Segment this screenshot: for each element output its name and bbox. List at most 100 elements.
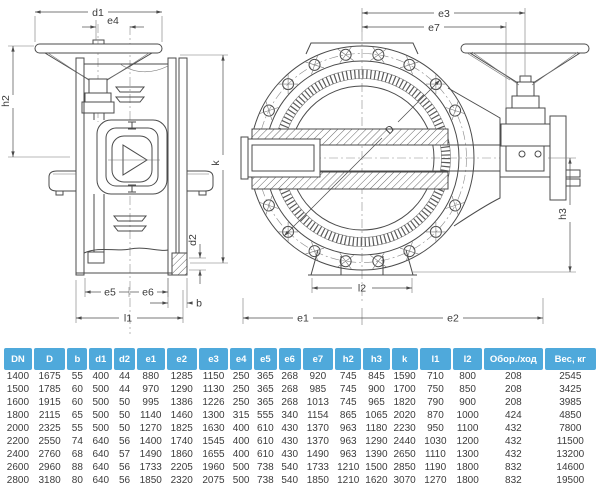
table-cell: 1655 (202, 449, 225, 460)
table-cell: 60 (71, 397, 83, 408)
table-cell: 55 (71, 423, 83, 434)
table-cell: 2545 (559, 371, 582, 382)
left-flange-plate (75, 57, 85, 276)
table-cell: 250 (232, 371, 250, 382)
table-cell: 800 (459, 371, 476, 382)
table-cell: 995 (142, 397, 160, 408)
table-cell: 2960 (38, 462, 61, 473)
table-cell: 2075 (202, 475, 225, 486)
table-cell: 1490 (306, 449, 329, 460)
table-cell: 1960 (202, 462, 225, 473)
table-cell: 1620 (365, 475, 388, 486)
table-cell: 865 (339, 410, 357, 421)
table-cell: 14600 (556, 462, 585, 473)
table-cell: 738 (257, 475, 274, 486)
dim-label-e4: e4 (107, 15, 119, 27)
table-cell: 4850 (559, 410, 582, 421)
column-header: k (391, 348, 418, 370)
table-cell: 50 (118, 397, 131, 408)
table-cell: 963 (339, 423, 357, 434)
dim-label-e2: e2 (447, 313, 459, 325)
actuator-gearbox (500, 123, 551, 147)
table-cell: 1370 (306, 423, 329, 434)
dim-l2: l2 (311, 278, 413, 295)
table-cell: 880 (142, 371, 160, 382)
table-cell: 400 (232, 449, 250, 460)
table-cell: 1785 (38, 384, 61, 395)
column-header: D (33, 348, 66, 370)
valve-drawing-svg: d1 e4 h2 k (0, 7, 590, 334)
table-cell: 2850 (393, 462, 416, 473)
table-cell: 1290 (365, 436, 388, 447)
table-cell: 3180 (38, 475, 61, 486)
table-cell: 1675 (38, 371, 61, 382)
dim-b: b (150, 278, 202, 310)
table-cell: 50 (118, 423, 131, 434)
table-cell: 1154 (307, 410, 329, 421)
table-cell: 1600 (6, 397, 30, 408)
table-cell: 1130 (202, 384, 225, 395)
table-cell: 540 (281, 462, 299, 473)
table-cell: 900 (459, 397, 476, 408)
table-cell: 1290 (170, 384, 193, 395)
table-cell: 2325 (38, 423, 61, 434)
table-cell: 745 (339, 371, 357, 382)
table-cell: 2230 (393, 423, 416, 434)
table-cell: 1210 (337, 475, 360, 486)
table-cell: 1013 (306, 397, 329, 408)
table-cell: 1226 (202, 397, 225, 408)
table-cell: 1270 (139, 423, 162, 434)
table-cell: 710 (427, 371, 444, 382)
table-cell: 1400 (6, 371, 30, 382)
table-cell: 1110 (425, 449, 446, 460)
table-cell: 1180 (365, 423, 388, 434)
table-cell: 1190 (424, 462, 447, 473)
table-cell: 965 (368, 397, 385, 408)
table-cell: 1030 (424, 436, 447, 447)
table-cell: 1700 (393, 384, 416, 395)
table-cell: 365 (257, 397, 274, 408)
column-header: b (67, 348, 88, 370)
table-cell: 963 (339, 436, 357, 447)
column-header: e4 (230, 348, 252, 370)
table-cell: 1800 (456, 475, 479, 486)
table-cell: 3985 (559, 397, 582, 408)
table-cell: 1545 (202, 436, 225, 447)
dim-label-d1: d1 (92, 7, 104, 19)
table-cell: 540 (281, 475, 299, 486)
table-cell: 500 (232, 462, 250, 473)
column-header: Вес, кг (544, 348, 596, 370)
table-cell: 55 (71, 371, 83, 382)
table-cell: 1285 (170, 371, 193, 382)
dim-label-e3: e3 (438, 8, 450, 20)
table-cell: 1630 (202, 423, 225, 434)
column-header: d2 (114, 348, 135, 370)
table-cell: 11500 (556, 436, 584, 447)
table-cell: 640 (92, 462, 110, 473)
table-cell: 832 (505, 462, 522, 473)
dim-e3: e3 (361, 8, 526, 76)
table-cell: 400 (92, 371, 110, 382)
table-cell: 400 (232, 423, 250, 434)
table-cell: 2020 (393, 410, 416, 421)
right-flange-plate (167, 57, 177, 276)
table-cell: 56 (118, 462, 131, 473)
table-cell: 19500 (556, 475, 585, 486)
table-cell: 900 (368, 384, 385, 395)
column-header: e6 (278, 348, 301, 370)
table-cell: 1850 (306, 475, 329, 486)
handwheel-side (34, 43, 163, 54)
table-cell: 1270 (424, 475, 447, 486)
column-header: DN (4, 348, 32, 370)
column-header: e5 (253, 348, 277, 370)
table-cell: 65 (71, 410, 83, 421)
table-cell: 56 (118, 436, 131, 447)
table-cell: 610 (257, 436, 274, 447)
right-lug (187, 170, 214, 192)
table-cell: 50 (118, 410, 131, 421)
table-cell: 845 (368, 371, 385, 382)
